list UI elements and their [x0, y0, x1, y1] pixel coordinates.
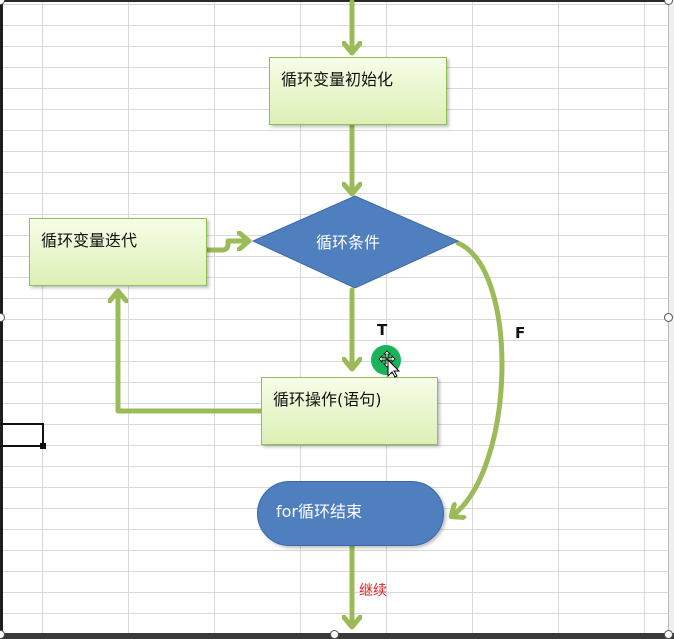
- continue-label: 继续: [359, 583, 387, 599]
- arrow-body-to-iterate: [118, 292, 264, 414]
- resize-handle-top-left[interactable]: [0, 0, 5, 5]
- move-cursor-icon: [378, 350, 401, 378]
- body-step-box[interactable]: 循环操作(语句): [261, 377, 438, 445]
- arrow-condition-to-end: [452, 240, 505, 516]
- top-border: [0, 0, 674, 2]
- init-step-box[interactable]: 循环变量初始化: [269, 57, 447, 125]
- decision-diamond: [251, 195, 460, 289]
- cell-fill-handle[interactable]: [40, 443, 46, 449]
- end-terminal[interactable]: [257, 481, 444, 546]
- resize-handle-mid-right[interactable]: [664, 313, 673, 322]
- resize-handle-mid-left[interactable]: [0, 313, 5, 322]
- end-terminal-label: for循环结束: [276, 502, 363, 521]
- arrow-iterate-to-condition: [205, 241, 248, 253]
- condition-label: 循环条件: [316, 233, 381, 252]
- resize-handle-bottom-right[interactable]: [664, 630, 673, 639]
- iterate-step-box[interactable]: 循环变量迭代: [29, 218, 207, 286]
- body-step-label: 循环操作(语句): [273, 390, 382, 409]
- init-step-label: 循环变量初始化: [281, 70, 394, 89]
- false-branch-label: F: [515, 324, 526, 342]
- resize-handle-top-right[interactable]: [664, 0, 673, 5]
- true-branch-label: T: [377, 321, 388, 339]
- iterate-step-label: 循环变量迭代: [41, 231, 138, 250]
- resize-handle-bottom-center[interactable]: [330, 630, 339, 639]
- selected-cell[interactable]: [0, 423, 44, 447]
